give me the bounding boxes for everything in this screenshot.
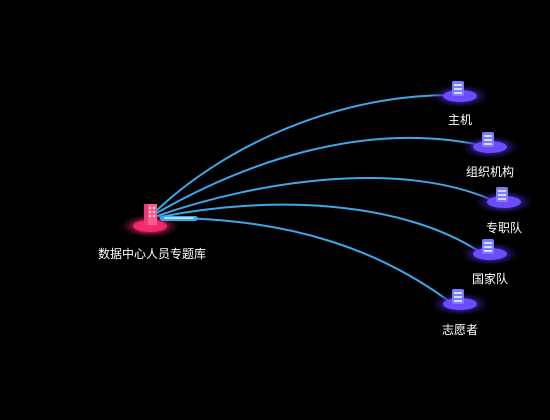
target-node-organization[interactable]	[460, 132, 520, 159]
source-node-label: 数据中心人员专题库	[97, 247, 207, 261]
link-to-national-team	[159, 203, 481, 253]
link-to-host	[154, 94, 453, 213]
source-node[interactable]	[120, 204, 198, 238]
database-icon	[452, 81, 464, 96]
target-label-organization: 组织机构	[465, 165, 515, 179]
database-icon	[496, 187, 508, 202]
target-node-volunteers[interactable]	[430, 289, 490, 316]
link-to-organization	[154, 136, 481, 215]
target-label-national-team: 国家队	[471, 272, 509, 286]
database-icon	[482, 239, 494, 254]
target-label-fulltime-team: 专职队	[485, 221, 523, 235]
target-node-national-team[interactable]	[460, 239, 520, 266]
links	[154, 94, 493, 303]
target-label-host: 主机	[447, 113, 473, 127]
target-node-fulltime-team[interactable]	[474, 187, 534, 214]
link-bundle	[160, 216, 198, 221]
building-icon	[144, 204, 157, 225]
link-to-fulltime-team	[156, 177, 493, 217]
database-icon	[452, 289, 464, 304]
target-node-host[interactable]	[430, 81, 490, 108]
database-icon	[482, 132, 494, 147]
link-to-volunteers	[164, 217, 451, 303]
target-label-volunteers: 志愿者	[441, 323, 479, 337]
